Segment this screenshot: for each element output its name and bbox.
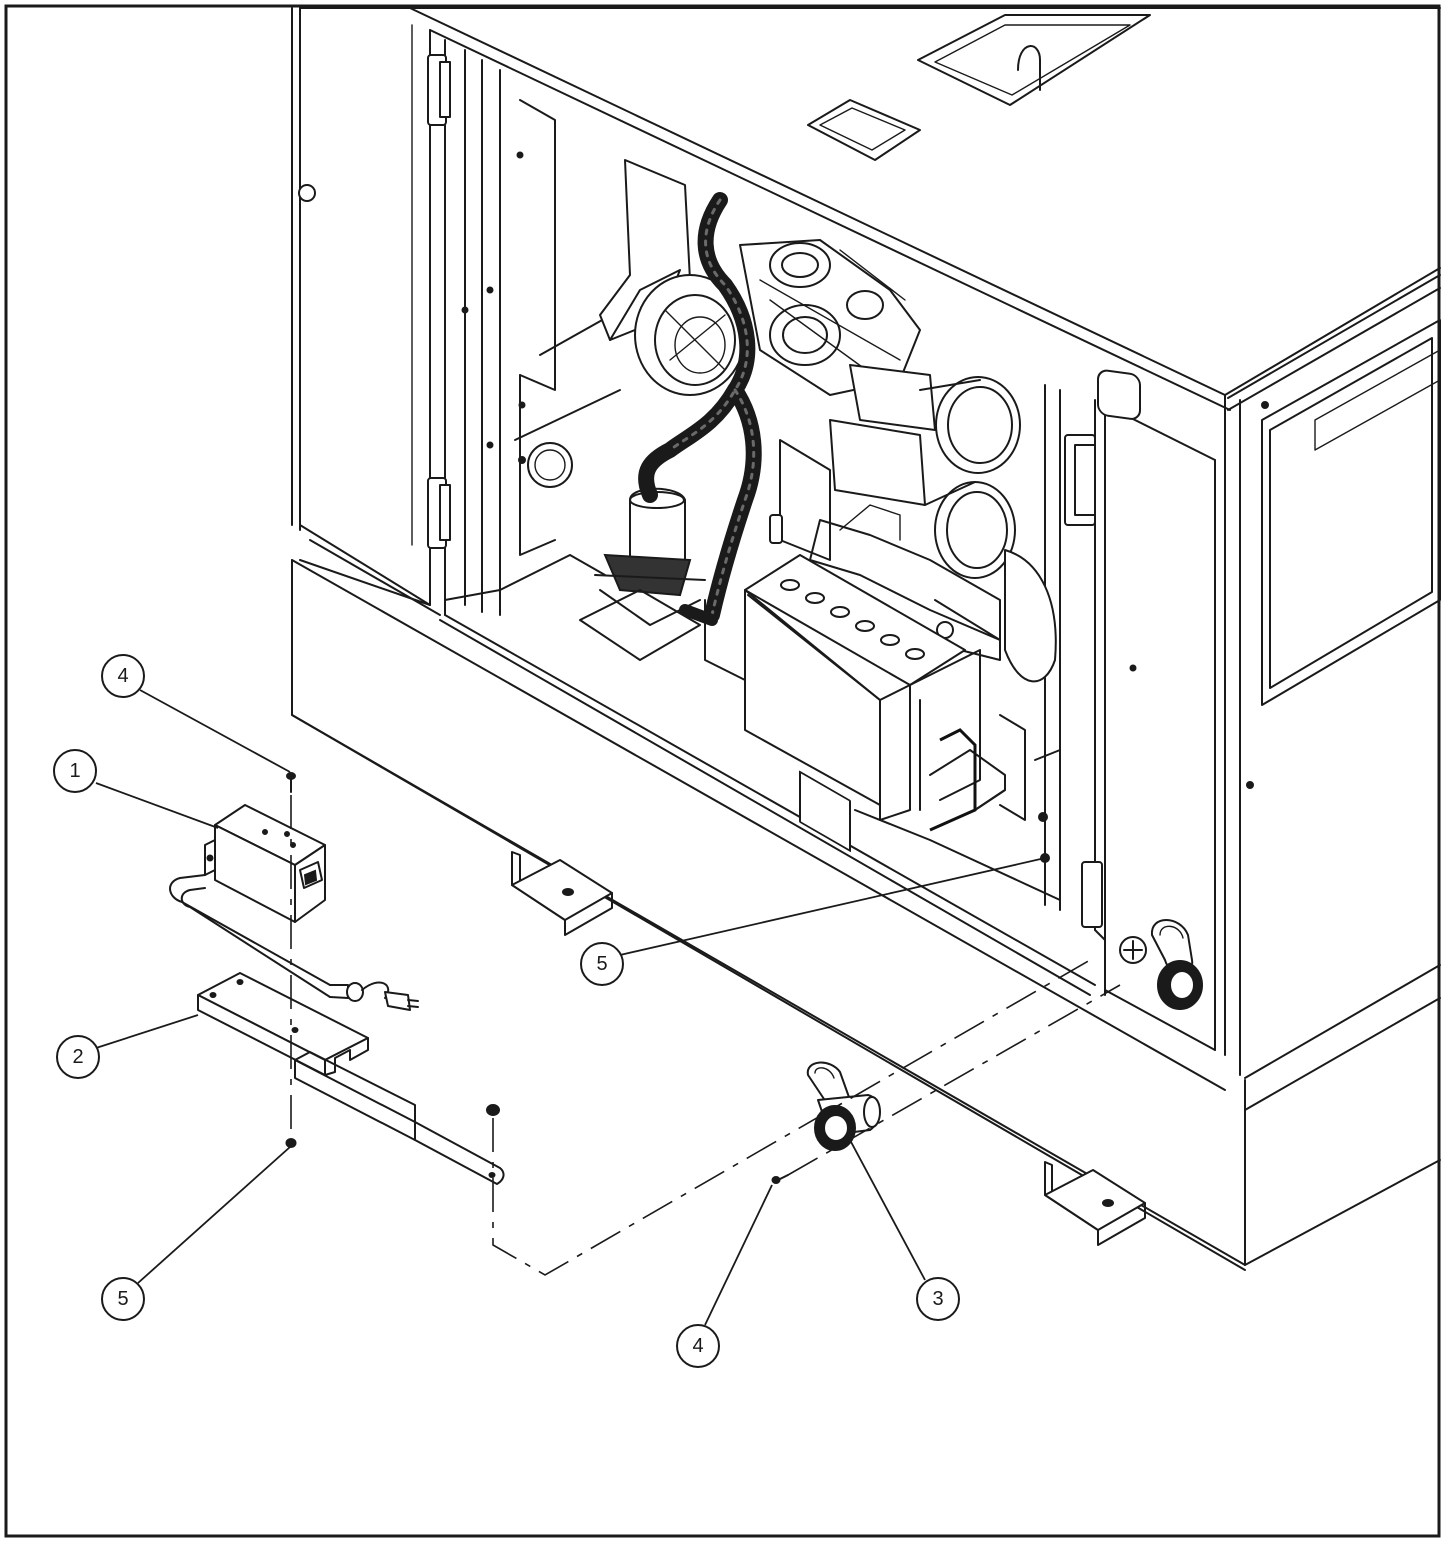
part-3-receptacle [806,1061,881,1151]
callout-4-top-label: 4 [117,665,128,687]
assembly-center-lines [290,795,1121,1276]
callout-2: 2 [56,1035,100,1079]
battery [704,554,981,852]
leader-lines [95,689,1046,1326]
generator-enclosure [291,7,1441,1271]
callout-2-label: 2 [72,1046,83,1068]
callout-3-label: 3 [932,1288,943,1310]
callout-4-top: 4 [101,654,145,698]
installed-receptacle-cover [1119,919,1203,1010]
callout-1: 1 [53,749,97,793]
mounting-foot-right [1044,1161,1146,1246]
part-4-screw-top [286,772,296,793]
callout-5-center-label: 5 [596,953,607,975]
part-5-nut-left [285,1138,297,1148]
part-4-screw-bottom [771,1174,789,1184]
callout-1-label: 1 [69,760,80,782]
callout-5-left: 5 [101,1277,145,1321]
callout-4-bottom-label: 4 [692,1335,703,1357]
drawing-border [4,4,1441,1538]
callout-3: 3 [916,1277,960,1321]
callout-4-bottom: 4 [676,1324,720,1368]
callout-5-center: 5 [580,942,624,986]
mounting-foot-left [511,851,613,936]
part-5-nut-bracket [486,1104,500,1116]
engine-assembly [499,159,1061,901]
callout-5-left-label: 5 [117,1288,128,1310]
part-1-battery-charger [169,804,419,1011]
part-2-mounting-bracket [197,972,505,1185]
